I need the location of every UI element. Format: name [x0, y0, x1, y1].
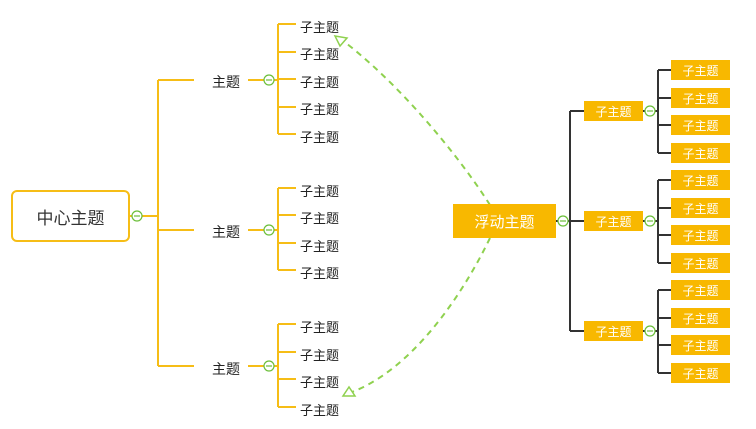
- floating-subtopic[interactable]: 子主题: [671, 253, 730, 273]
- floating-child-topic[interactable]: 子主题: [584, 101, 643, 121]
- subtopic[interactable]: 子主题: [300, 76, 340, 91]
- subtopic[interactable]: 子主题: [300, 349, 340, 364]
- floating-subtopic[interactable]: 子主题: [671, 60, 730, 80]
- collapse-marker-icon[interactable]: [557, 215, 569, 227]
- subtopic[interactable]: 子主题: [300, 376, 340, 391]
- floating-subtopic[interactable]: 子主题: [671, 335, 730, 355]
- subtopic[interactable]: 子主题: [300, 212, 340, 227]
- relationship-arrow-icon: [333, 35, 349, 48]
- subtopic[interactable]: 子主题: [300, 185, 340, 200]
- collapse-marker-icon[interactable]: [263, 224, 275, 236]
- floating-child-topic[interactable]: 子主题: [584, 211, 643, 231]
- relationship-line: [341, 39, 491, 206]
- floating-subtopic[interactable]: 子主题: [671, 280, 730, 300]
- branch-topic[interactable]: 主题: [212, 225, 240, 241]
- subtopic[interactable]: 子主题: [300, 404, 340, 419]
- floating-subtopic[interactable]: 子主题: [671, 115, 730, 135]
- subtopic[interactable]: 子主题: [300, 48, 340, 63]
- floating-topic[interactable]: 浮动主题: [453, 204, 556, 238]
- floating-subtopic[interactable]: 子主题: [671, 198, 730, 218]
- branch-topic[interactable]: 主题: [212, 75, 240, 91]
- floating-subtopic[interactable]: 子主题: [671, 308, 730, 328]
- branch-topic[interactable]: 主题: [212, 362, 240, 378]
- collapse-marker-icon[interactable]: [644, 325, 656, 337]
- collapse-marker-icon[interactable]: [644, 215, 656, 227]
- collapse-marker-icon[interactable]: [131, 210, 143, 222]
- subtopic[interactable]: 子主题: [300, 267, 340, 282]
- floating-subtopic[interactable]: 子主题: [671, 225, 730, 245]
- subtopic[interactable]: 子主题: [300, 131, 340, 146]
- subtopic[interactable]: 子主题: [300, 321, 340, 336]
- floating-subtopic[interactable]: 子主题: [671, 170, 730, 190]
- collapse-marker-icon[interactable]: [263, 74, 275, 86]
- central-topic[interactable]: 中心主题: [11, 190, 130, 242]
- collapse-marker-icon[interactable]: [263, 360, 275, 372]
- floating-subtopic[interactable]: 子主题: [671, 88, 730, 108]
- subtopic[interactable]: 子主题: [300, 240, 340, 255]
- collapse-marker-icon[interactable]: [644, 105, 656, 117]
- relationship-line: [351, 237, 491, 393]
- subtopic[interactable]: 子主题: [300, 21, 340, 36]
- floating-subtopic[interactable]: 子主题: [671, 143, 730, 163]
- floating-subtopic[interactable]: 子主题: [671, 363, 730, 383]
- subtopic[interactable]: 子主题: [300, 103, 340, 118]
- relationship-arrow-icon: [341, 385, 357, 397]
- floating-child-topic[interactable]: 子主题: [584, 321, 643, 341]
